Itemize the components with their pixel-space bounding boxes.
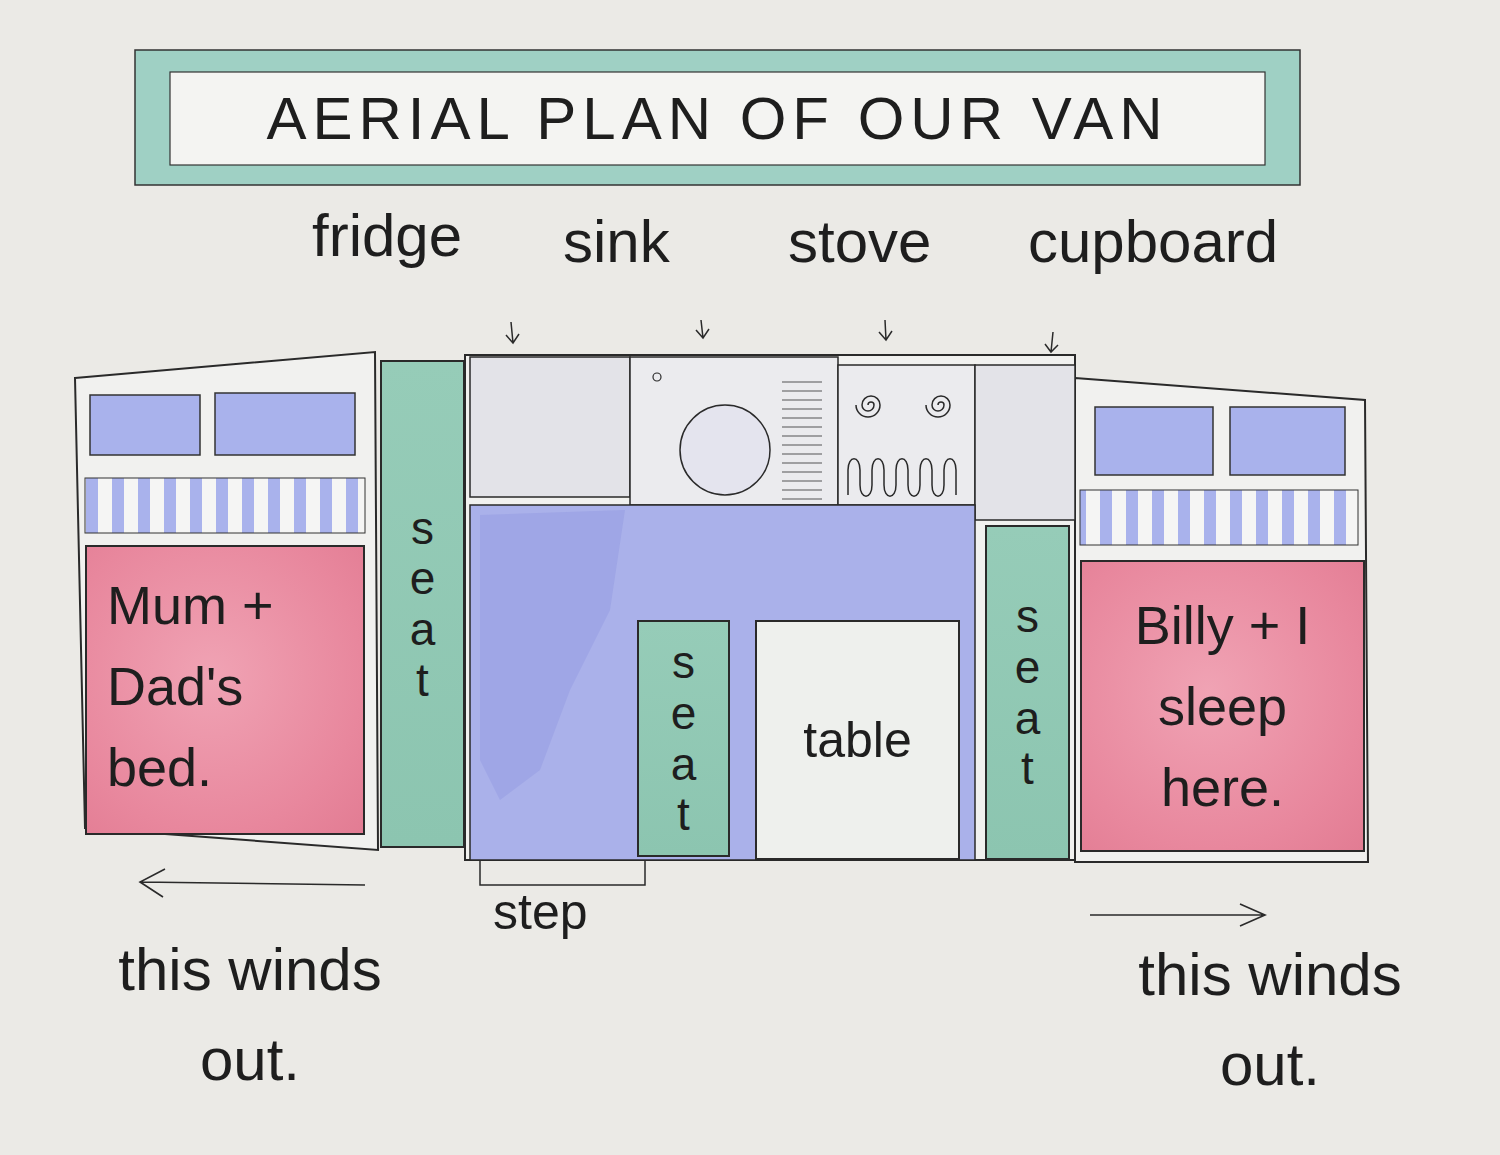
part-label: fridge [312,200,462,272]
title-text: AERIAL PLAN OF OUR VAN [170,72,1265,165]
sink-basin [680,405,770,495]
window [90,395,200,455]
cupboard [975,365,1075,520]
step-bracket [480,860,645,885]
window [215,393,355,455]
seat-label: seat [1011,591,1043,793]
note-label: this winds out. [75,925,425,1105]
grill-element [848,459,956,497]
window [1095,407,1213,475]
seat: seat [637,620,730,857]
area-label: Billy + I sleep here. [1103,585,1343,828]
table: table [755,620,960,860]
right-bed-section [1075,378,1368,862]
seat: seat [380,360,465,848]
fridge [470,357,630,497]
leader-arrow [506,322,519,343]
floor [470,505,975,860]
window [1230,407,1345,475]
stove-unit [838,365,975,505]
burner [856,396,880,417]
striped-band [85,478,365,533]
part-label: stove [788,206,931,278]
note-label: this winds out. [1095,930,1445,1110]
left-bed-section [75,352,378,850]
sink-unit [630,357,838,505]
title-frame [135,50,1300,185]
part-label: sink [563,206,670,278]
leader-arrow [1045,332,1058,352]
part-label: cupboard [1028,206,1278,278]
burner [926,396,950,417]
bed-area: Mum + Dad's bed. [85,545,365,835]
bed-area: Billy + I sleep here. [1080,560,1365,852]
seat: seat [985,525,1070,860]
step-label: step [493,882,588,942]
tap [653,373,661,381]
seat-label: seat [667,637,699,839]
leader-arrow [696,320,709,338]
leader-arrow [879,320,892,340]
area-label: table [803,710,911,770]
direction-arrow [140,869,365,897]
floor-wash [480,510,625,800]
seat-label: seat [406,503,438,705]
middle-section [465,355,1075,860]
striped-band [1080,490,1358,545]
direction-arrow [1090,904,1265,926]
title-panel [170,72,1265,165]
drainer [782,382,822,499]
area-label: Mum + Dad's bed. [107,565,322,808]
